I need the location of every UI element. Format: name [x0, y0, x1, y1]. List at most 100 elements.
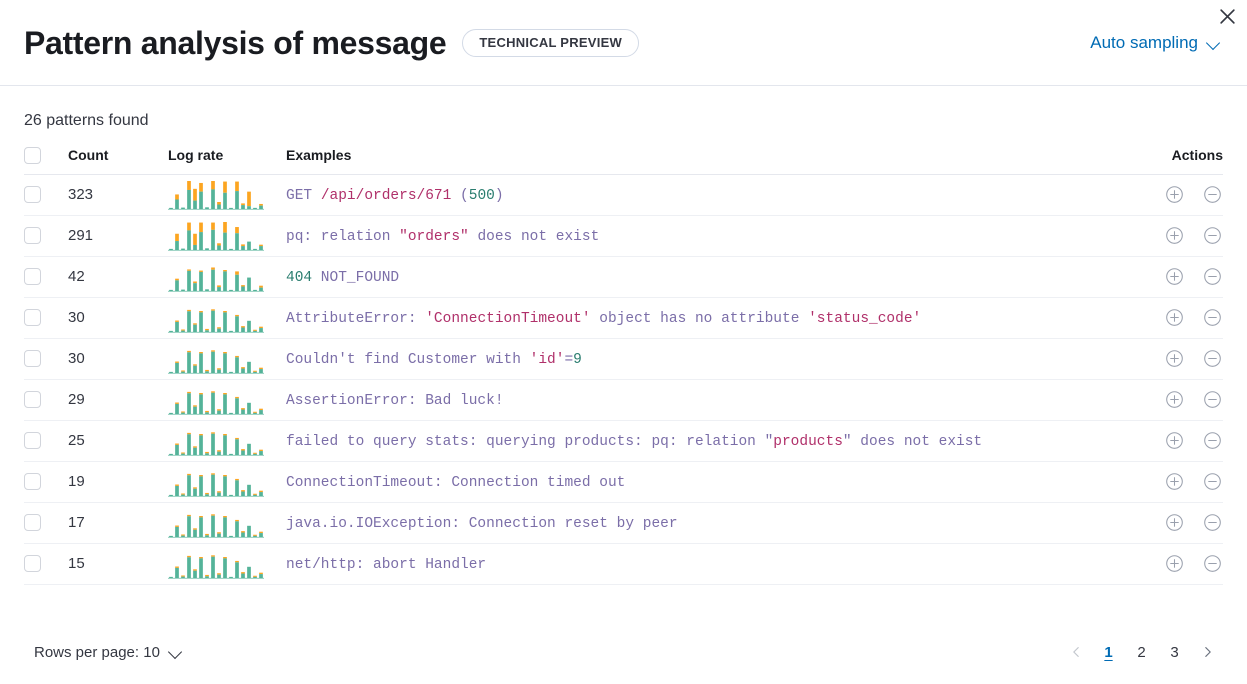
row-actions [1093, 502, 1223, 544]
row-log-rate-sparkline [168, 256, 286, 298]
row-count: 25 [68, 420, 168, 462]
row-log-rate-sparkline [168, 215, 286, 257]
auto-sampling-button[interactable]: Auto sampling [1088, 29, 1223, 57]
row-checkbox[interactable] [24, 309, 41, 327]
table-row[interactable]: 30 Couldn't find Customer with 'id'=9 [24, 338, 1223, 380]
filter-out-value-icon[interactable] [1203, 554, 1223, 574]
column-header-log-rate[interactable]: Log rate [168, 146, 286, 175]
row-checkbox[interactable] [24, 555, 41, 573]
filter-out-value-icon[interactable] [1203, 431, 1223, 451]
row-count: 17 [68, 502, 168, 544]
row-count: 323 [68, 174, 168, 216]
filter-for-value-icon[interactable] [1165, 308, 1185, 328]
row-example: AttributeError: 'ConnectionTimeout' obje… [286, 297, 1093, 339]
example-token: products [773, 433, 843, 450]
example-token: " does not exist [842, 433, 983, 450]
pagination-page-1[interactable]: 1 [1093, 637, 1124, 668]
page-title: Pattern analysis of message [24, 24, 447, 61]
filter-for-value-icon[interactable] [1165, 513, 1185, 533]
row-count: 30 [68, 338, 168, 380]
table-header: Count Log rate Examples Actions [24, 146, 1223, 175]
rows-per-page-button[interactable]: Rows per page: 10 [24, 640, 193, 665]
column-header-count[interactable]: Count [68, 146, 168, 175]
filter-for-value-icon[interactable] [1165, 554, 1185, 574]
technical-preview-badge: TECHNICAL PREVIEW [462, 28, 640, 57]
example-token: /api/orders/671 [320, 187, 452, 204]
filter-out-value-icon[interactable] [1203, 267, 1223, 287]
patterns-table: Count Log rate Examples Actions 323 GET /… [24, 146, 1223, 585]
example-token: = [564, 351, 574, 368]
row-checkbox[interactable] [24, 268, 41, 286]
row-log-rate-sparkline [168, 420, 286, 462]
row-checkbox[interactable] [24, 391, 41, 409]
row-count: 15 [68, 543, 168, 585]
row-example: failed to query stats: querying products… [286, 420, 1093, 462]
example-token: pq: relation [286, 228, 400, 245]
patterns-found-count: 26 patterns found [24, 112, 149, 129]
example-token: ConnectionTimeout: Connection timed out [286, 474, 626, 491]
filter-for-value-icon[interactable] [1165, 349, 1185, 369]
example-token: GET [286, 187, 321, 204]
pagination-next-icon[interactable] [1192, 637, 1223, 668]
row-select-cell [24, 543, 68, 585]
row-actions [1093, 215, 1223, 257]
filter-for-value-icon[interactable] [1165, 390, 1185, 410]
filter-out-value-icon[interactable] [1203, 226, 1223, 246]
table-row[interactable]: 19 ConnectionTimeout: Connection timed ou… [24, 461, 1223, 503]
row-log-rate-sparkline [168, 461, 286, 503]
chevron-down-icon [169, 645, 183, 659]
close-icon[interactable] [1213, 2, 1241, 30]
row-example: net/http: abort Handler [286, 543, 1093, 585]
row-example: Couldn't find Customer with 'id'=9 [286, 338, 1093, 380]
filter-out-value-icon[interactable] [1203, 349, 1223, 369]
example-token: Couldn't find Customer with [286, 351, 530, 368]
table-row[interactable]: 15 net/http: abort Handler [24, 543, 1223, 585]
filter-for-value-icon[interactable] [1165, 267, 1185, 287]
row-checkbox[interactable] [24, 350, 41, 368]
filter-out-value-icon[interactable] [1203, 390, 1223, 410]
row-checkbox[interactable] [24, 227, 41, 245]
filter-for-value-icon[interactable] [1165, 226, 1185, 246]
row-log-rate-sparkline [168, 338, 286, 380]
filter-for-value-icon[interactable] [1165, 431, 1185, 451]
pagination-page-2[interactable]: 2 [1126, 637, 1157, 668]
row-count: 19 [68, 461, 168, 503]
row-actions [1093, 379, 1223, 421]
filter-out-value-icon[interactable] [1203, 308, 1223, 328]
filter-out-value-icon[interactable] [1203, 472, 1223, 492]
example-token: 'ConnectionTimeout' [425, 310, 591, 327]
row-example: pq: relation "orders" does not exist [286, 215, 1093, 257]
row-select-cell [24, 174, 68, 216]
row-checkbox[interactable] [24, 432, 41, 450]
row-checkbox[interactable] [24, 514, 41, 532]
filter-for-value-icon[interactable] [1165, 472, 1185, 492]
pagination-page-3[interactable]: 3 [1159, 637, 1190, 668]
example-token: AttributeError: [286, 310, 426, 327]
table-row[interactable]: 25 failed to query stats: querying produc… [24, 420, 1223, 462]
row-actions [1093, 256, 1223, 298]
filter-out-value-icon[interactable] [1203, 513, 1223, 533]
example-token: ( [451, 187, 469, 204]
column-header-examples[interactable]: Examples [286, 146, 1093, 175]
filter-out-value-icon[interactable] [1203, 185, 1223, 205]
row-checkbox[interactable] [24, 473, 41, 491]
row-actions [1093, 461, 1223, 503]
filter-for-value-icon[interactable] [1165, 185, 1185, 205]
select-all-checkbox[interactable] [24, 146, 41, 164]
example-token: object has no attribute [590, 310, 809, 327]
example-token: failed to query stats: querying products… [286, 433, 774, 450]
row-checkbox[interactable] [24, 186, 41, 204]
header-title-group: Pattern analysis of message TECHNICAL PR… [24, 24, 640, 61]
row-count: 42 [68, 256, 168, 298]
row-select-cell [24, 502, 68, 544]
row-select-cell [24, 215, 68, 257]
